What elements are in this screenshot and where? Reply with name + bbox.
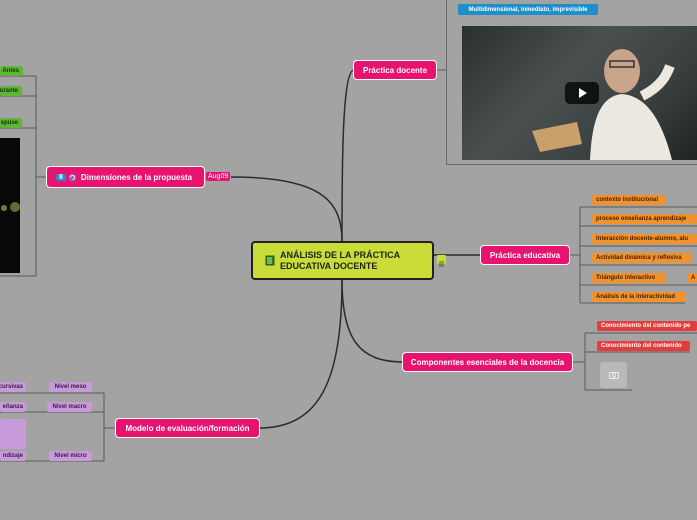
dimensiones-item-durante[interactable]: urante [0, 86, 22, 96]
branch-modelo[interactable]: Modelo de evaluación/formación [116, 419, 259, 437]
refresh-icon [68, 173, 77, 181]
educativa-item-3[interactable]: Interacción docente-alumno, alu [592, 234, 697, 244]
branch-practica-educativa[interactable]: Práctica educativa [481, 246, 569, 264]
componentes-item-1[interactable]: Conocimiento del contenido pe [597, 321, 697, 331]
practica-docente-subtopic[interactable]: Multidimensional, inmediato, imprevisibl… [458, 4, 598, 15]
modelo-left-item-2[interactable]: eñanza [0, 402, 26, 412]
dimensiones-label: Dimensiones de la propuesta [80, 172, 193, 182]
teacher-illustration [532, 49, 675, 160]
componentes-item-2[interactable]: Conocimiento del contenido [597, 341, 690, 351]
educativa-item-4[interactable]: Actividad dinámica y reflexiva [592, 253, 692, 263]
educativa-item-5-child[interactable]: A [687, 273, 697, 283]
link-sub-componentes [572, 333, 586, 390]
branch-dimensiones[interactable]: 8 Dimensiones de la propuesta [47, 167, 204, 187]
dimensiones-date-tag: Aug09 [206, 172, 231, 181]
link-sub-educativa [569, 207, 581, 303]
practica-docente-container [446, 0, 697, 165]
play-icon[interactable] [565, 82, 599, 104]
educativa-item-1[interactable]: contexto institucional [592, 195, 666, 205]
modelo-left-item-1[interactable]: cursivas [0, 382, 26, 392]
link-practica-docente [341, 69, 355, 242]
camera-icon [608, 372, 619, 379]
notes-icon[interactable] [437, 255, 446, 267]
dimensiones-item-despues[interactable]: spúse [0, 118, 22, 128]
link-modelo [258, 279, 343, 429]
branch-practica-docente[interactable]: Práctica docente [354, 61, 436, 79]
central-topic[interactable]: ANÁLISIS DE LA PRÁCTICA EDUCATIVA DOCENT… [251, 241, 434, 280]
central-title-line1: ANÁLISIS DE LA PRÁCTICA [280, 249, 401, 260]
dimensiones-item-antes[interactable]: Antes [0, 66, 23, 76]
dimensiones-image[interactable] [0, 138, 20, 273]
modelo-level-macro[interactable]: Nivel macro [47, 402, 92, 412]
educativa-item-6[interactable]: Análisis de la interactividad [592, 292, 685, 302]
modelo-level-meso[interactable]: Nivel meso [49, 382, 92, 392]
educativa-item-5[interactable]: Triángulo interactivo [592, 273, 666, 283]
notebook-icon [265, 255, 275, 266]
modelo-left-item-3[interactable]: ndizaje [0, 451, 26, 461]
modelo-left-block [0, 419, 26, 449]
educativa-item-2[interactable]: proceso enseñanza aprendizaje [592, 214, 697, 224]
link-componentes [341, 279, 404, 363]
video-thumbnail[interactable] [462, 26, 697, 160]
branch-componentes[interactable]: Componentes esenciales de la docencia [403, 353, 572, 371]
modelo-level-micro[interactable]: Nivel micro [49, 451, 92, 461]
dimensiones-count-badge: 8 [56, 173, 66, 181]
link-dimensiones [230, 176, 343, 242]
central-title-line2: EDUCATIVA DOCENTE [280, 260, 378, 271]
image-placeholder[interactable] [600, 362, 627, 388]
